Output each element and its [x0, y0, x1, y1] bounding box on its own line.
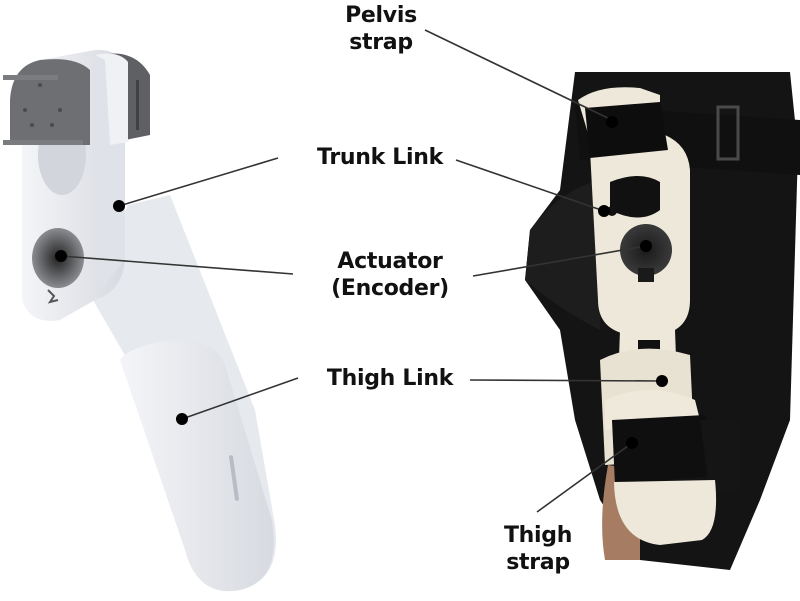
leader-trunk-link-photo	[455, 159, 605, 212]
label-pelvis-strap-line2: strap	[349, 30, 413, 55]
label-trunk-link-text: Trunk Link	[317, 145, 443, 170]
label-actuator-line1: Actuator	[337, 249, 443, 274]
label-thigh-strap-line1: Thigh	[503, 523, 573, 548]
pelvis-strap-pad	[585, 102, 668, 158]
anchor-dots	[55, 116, 668, 449]
leader-thigh-strap	[536, 442, 633, 513]
dot-thigh-strap	[626, 437, 638, 449]
prototype-photo	[525, 72, 800, 570]
thigh-strap	[612, 415, 740, 545]
dot-thigh-link-cad	[176, 413, 188, 425]
dot-pelvis-strap	[606, 116, 618, 128]
dot-actuator-cad	[55, 250, 67, 262]
leader-actuator-cad	[60, 255, 294, 275]
label-actuator: Actuator (Encoder)	[320, 248, 460, 302]
dot-thigh-link-photo	[656, 375, 668, 387]
dot-actuator-photo	[640, 240, 652, 252]
label-pelvis-strap-line1: Pelvis	[345, 3, 417, 28]
belt-buckle	[716, 105, 740, 161]
label-actuator-line2: (Encoder)	[331, 276, 449, 301]
label-thigh-link-text: Thigh Link	[326, 366, 454, 391]
leader-thigh-link-cad	[181, 377, 299, 420]
label-trunk-link: Trunk Link	[300, 144, 460, 171]
label-thigh-strap: Thigh strap	[488, 522, 588, 576]
leader-trunk-link-cad	[118, 157, 279, 207]
label-thigh-strap-line2: strap	[506, 550, 570, 575]
label-pelvis-strap: Pelvis strap	[326, 2, 436, 56]
label-thigh-link: Thigh Link	[310, 365, 470, 392]
leader-pelvis-strap	[424, 29, 613, 121]
cad-render	[3, 49, 276, 592]
dot-trunk-link-cad	[113, 200, 125, 212]
cad-thigh-link	[90, 195, 276, 592]
leader-thigh-link-photo	[469, 379, 663, 382]
dot-trunk-link-photo	[598, 205, 610, 217]
cad-pelvis-cap	[3, 53, 150, 145]
leader-actuator-photo	[472, 245, 647, 277]
leader-lines	[60, 29, 663, 513]
